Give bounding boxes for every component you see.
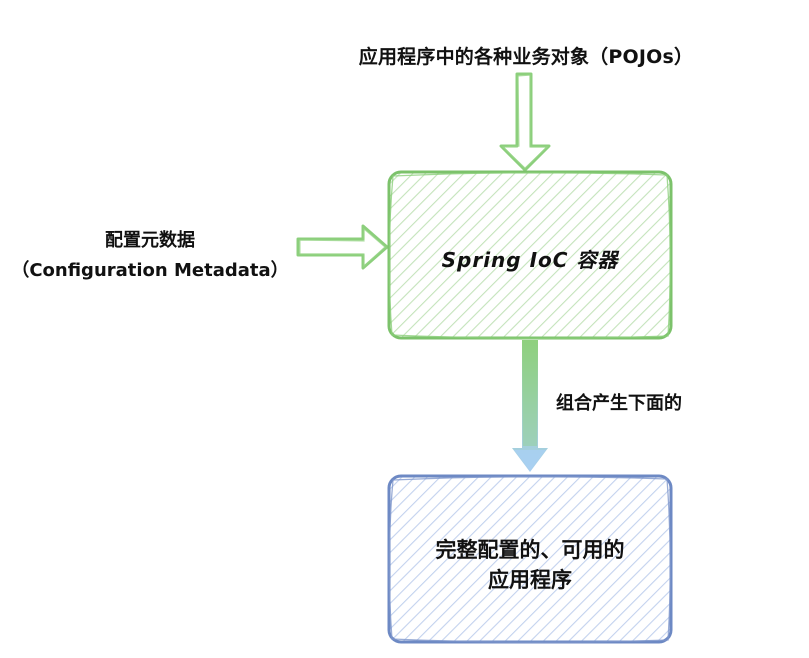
ioc-container-label: Spring IoC 容器 (441, 248, 619, 272)
left-input-arrow (296, 224, 389, 270)
top-input-label: 应用程序中的各种业务对象（POJOs） (358, 46, 694, 68)
ioc-container-box (387, 170, 673, 340)
top-input-arrow (499, 72, 551, 172)
output-label: 完整配置的、可用的 应用程序 (390, 535, 670, 595)
output-label-line1: 完整配置的、可用的 (435, 538, 625, 562)
left-input-label: 配置元数据 （Configuration Metadata） (0, 226, 300, 286)
left-input-label-line1: 配置元数据 (105, 230, 195, 251)
left-input-label-line2: （Configuration Metadata） (11, 260, 289, 281)
output-arrow (512, 340, 548, 472)
output-arrow-label: 组合产生下面的 (556, 393, 682, 414)
output-box (387, 474, 673, 644)
output-label-line2: 应用程序 (488, 568, 572, 592)
